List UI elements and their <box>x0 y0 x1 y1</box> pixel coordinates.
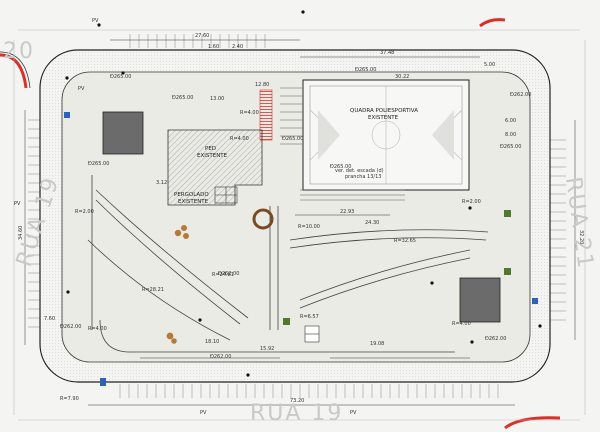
curb-corner-southeast <box>504 416 561 430</box>
level-label: Ð262.00 <box>210 354 231 360</box>
dimension-label: 5.00 <box>484 62 495 68</box>
curb-corner-northwest-edge <box>0 51 31 89</box>
sports-court <box>302 79 470 191</box>
level-label: Ð265.00 <box>282 136 303 142</box>
ped-title: PED <box>205 146 216 152</box>
building-northwest <box>102 111 144 155</box>
radius-label: R=2.00 <box>75 209 94 215</box>
dimension-label: 6.00 <box>505 118 516 124</box>
dimension-label: 1.60 <box>208 44 219 50</box>
pergola-subtitle: EXISTENTE <box>178 199 209 205</box>
dimension-label: 22.93 <box>340 209 354 215</box>
dimension-label: 24.30 <box>365 220 379 226</box>
radius-label: R=28.21 <box>142 287 164 293</box>
dimension-label: 34.60 <box>18 226 24 240</box>
court-title: QUADRA POLIESPORTIVA <box>350 108 418 114</box>
dimension-label: 73.20 <box>290 398 304 404</box>
pv-mark: PV <box>200 410 207 416</box>
radius-label: R=6.57 <box>300 314 319 320</box>
pergola-title: PERGOLADO <box>174 192 209 198</box>
parking-stalls <box>28 34 566 398</box>
radius-label: R=10.00 <box>298 224 320 230</box>
stair-note-line1: ver. det. escada (d) <box>335 168 384 174</box>
pergola-structure <box>214 186 238 204</box>
radius-label: R=4.00 <box>452 321 471 327</box>
court-subtitle: EXISTENTE <box>368 115 399 121</box>
radius-label: R=4.00 <box>88 326 107 332</box>
level-label: Ð265.00 <box>355 67 376 73</box>
radius-label: R=32.65 <box>394 238 416 244</box>
level-label: Ð262.00 <box>60 324 81 330</box>
dimension-label: 7.60 <box>44 316 55 322</box>
dimension-label: 27.60 <box>195 33 209 39</box>
level-label: Ð262.00 <box>510 92 531 98</box>
radius-label: R=7.90 <box>60 396 79 402</box>
level-label: Ð265.00 <box>172 95 193 101</box>
accessible-ramp-strip <box>259 89 273 141</box>
level-label: Ð262.00 <box>218 271 239 277</box>
trees <box>166 225 189 344</box>
bench <box>304 325 320 343</box>
level-label: Ð265.00 <box>88 161 109 167</box>
radius-label: R=2.00 <box>462 199 481 205</box>
radius-label: R=24.81 <box>212 272 234 278</box>
dimension-label: 3.12 <box>156 180 167 186</box>
level-label: Ð265.00 <box>110 74 131 80</box>
street-label-south: RUA 19 <box>250 401 343 426</box>
curb-corner-northeast <box>479 18 506 28</box>
pv-mark: PV <box>78 86 85 92</box>
level-label: Ð265.00 <box>330 164 351 170</box>
level-label: Ð265.00 <box>500 144 521 150</box>
ped-subtitle: EXISTENTE <box>197 153 228 159</box>
dimension-label: 37.48 <box>380 50 394 56</box>
dimension-label: 8.00 <box>505 132 516 138</box>
dimension-label: 32.20 <box>578 230 584 244</box>
dimension-label: 18.10 <box>205 339 219 345</box>
dimension-label: 19.08 <box>370 341 384 347</box>
pv-mark: PV <box>350 410 357 416</box>
dimension-label: 13.00 <box>210 96 224 102</box>
level-label: Ð262.00 <box>485 336 506 342</box>
dimension-label: 15.92 <box>260 346 274 352</box>
dimension-label: 12.80 <box>255 82 269 88</box>
curb-corner-northwest <box>0 53 28 89</box>
lamp-posts <box>65 10 542 377</box>
radius-label: R=4.00 <box>240 110 259 116</box>
building-southeast <box>459 277 501 323</box>
accessibility-marks <box>64 112 538 386</box>
dimension-lines <box>24 39 576 406</box>
round-planter <box>252 208 274 230</box>
pv-mark: PV <box>92 18 99 24</box>
radius-label: R=4.00 <box>230 136 249 142</box>
bin-markers <box>283 210 511 325</box>
bleacher-steps <box>280 87 405 201</box>
pv-mark: PV <box>14 201 21 207</box>
dimension-label: 2.40 <box>232 44 243 50</box>
ped-existing-area <box>167 129 263 206</box>
dimension-label: 30.22 <box>395 74 409 80</box>
stair-note-line2: prancha 13/13 <box>345 174 381 180</box>
street-label-corner: 20 <box>3 39 35 64</box>
